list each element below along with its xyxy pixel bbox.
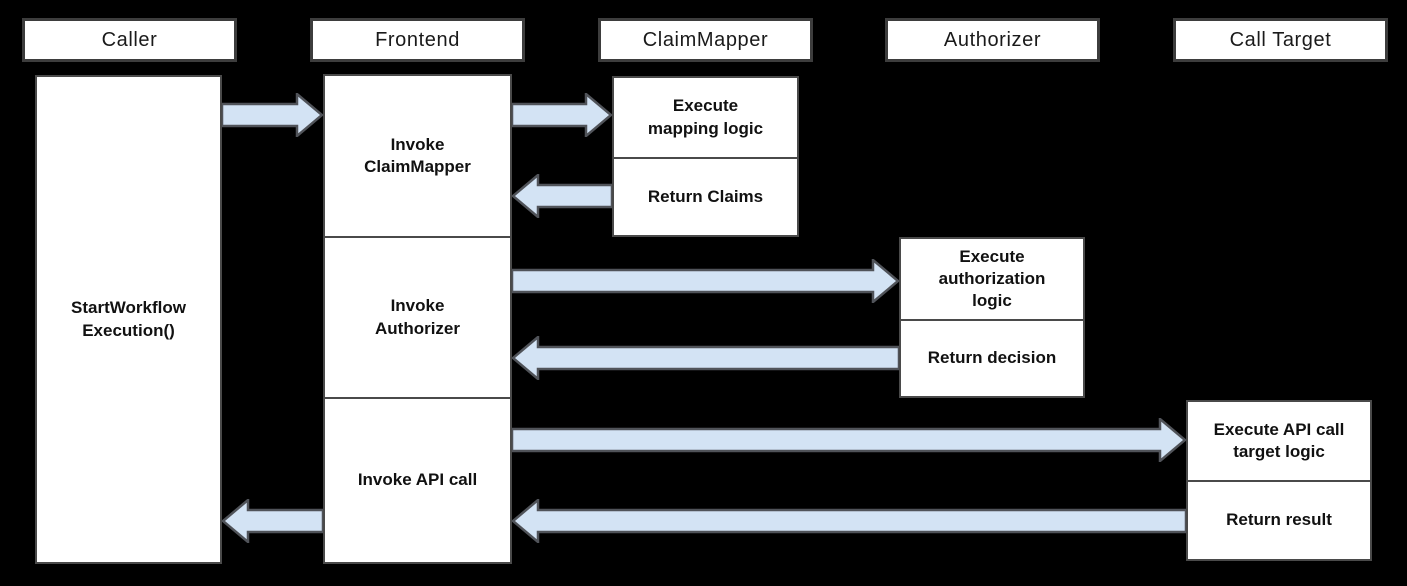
- claimmapper-activation-box: Execute mapping logic Return Claims: [612, 76, 799, 237]
- calltarget-step-execute: Execute API call target logic: [1188, 402, 1370, 480]
- calltarget-step-label: Execute API call target logic: [1213, 419, 1345, 461]
- frontend-step-label: Invoke ClaimMapper: [364, 134, 471, 176]
- arrow-frontend-to-calltarget: [512, 418, 1186, 462]
- frontend-step-invoke-authorizer: Invoke Authorizer: [325, 236, 510, 397]
- arrow-frontend-to-claimmapper: [512, 93, 612, 137]
- lane-header-frontend: Frontend: [310, 18, 525, 62]
- lane-header-claimmapper: ClaimMapper: [598, 18, 813, 62]
- caller-step: StartWorkflow Execution(): [37, 77, 220, 562]
- claimmapper-step-label: Execute mapping logic: [647, 96, 764, 138]
- authorizer-step-execute: Execute authorization logic: [901, 239, 1083, 319]
- calltarget-step-label: Return result: [1226, 510, 1332, 530]
- authorizer-step-return: Return decision: [901, 319, 1083, 396]
- lane-header-calltarget: Call Target: [1173, 18, 1388, 62]
- frontend-activation-box: Invoke ClaimMapper Invoke Authorizer Inv…: [323, 74, 512, 564]
- lane-header-authorizer: Authorizer: [885, 18, 1100, 62]
- calltarget-step-return: Return result: [1188, 480, 1370, 559]
- caller-step-label: StartWorkflow Execution(): [71, 298, 186, 340]
- arrow-caller-to-frontend: [222, 93, 323, 137]
- arrow-claimmapper-to-frontend: [512, 174, 612, 218]
- claimmapper-step-label: Return Claims: [647, 186, 764, 206]
- authorizer-step-label: Return decision: [927, 348, 1057, 368]
- claimmapper-step-execute: Execute mapping logic: [614, 78, 797, 157]
- arrow-frontend-to-caller: [222, 499, 323, 543]
- claimmapper-step-return: Return Claims: [614, 157, 797, 235]
- arrow-authorizer-to-frontend: [512, 336, 899, 380]
- frontend-step-invoke-claimmapper: Invoke ClaimMapper: [325, 76, 510, 236]
- frontend-step-label: Invoke API call: [357, 470, 478, 490]
- frontend-step-label: Invoke Authorizer: [375, 296, 460, 338]
- frontend-step-invoke-api-call: Invoke API call: [325, 397, 510, 562]
- caller-activation-box: StartWorkflow Execution(): [35, 75, 222, 564]
- calltarget-activation-box: Execute API call target logic Return res…: [1186, 400, 1372, 561]
- arrow-calltarget-to-frontend: [512, 499, 1186, 543]
- authorizer-activation-box: Execute authorization logic Return decis…: [899, 237, 1085, 398]
- arrow-frontend-to-authorizer: [512, 259, 899, 303]
- lane-header-caller: Caller: [22, 18, 237, 62]
- authorizer-step-label: Execute authorization logic: [938, 246, 1046, 311]
